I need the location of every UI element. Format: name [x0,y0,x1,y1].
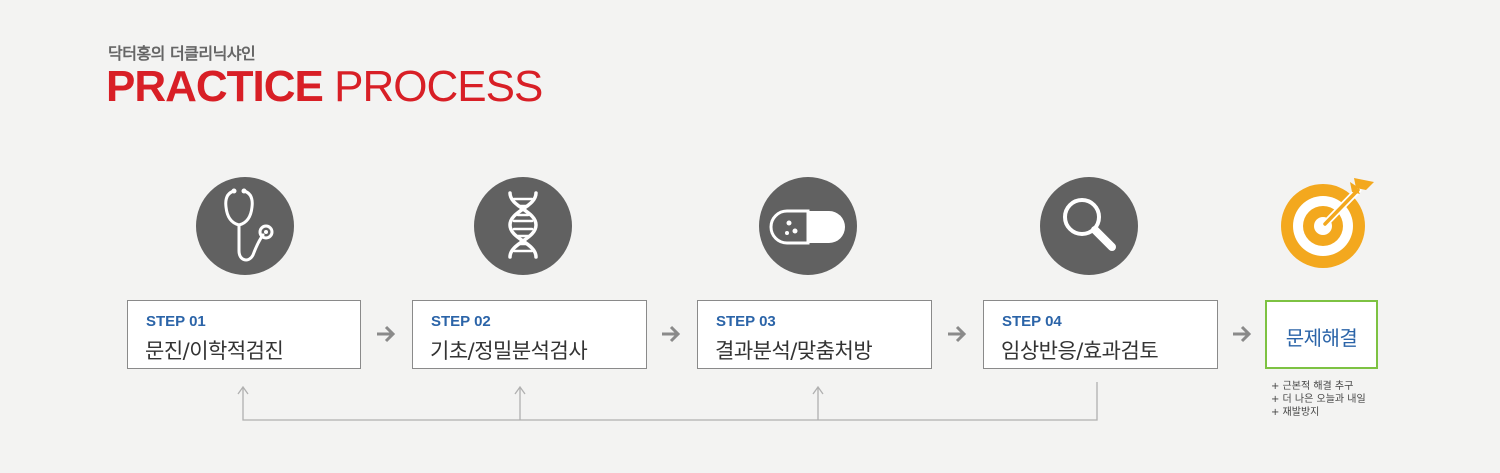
step-01-label: STEP 01 [146,313,206,330]
arrow-right-icon [1233,325,1252,343]
page-title: PRACTICE PROCESS [106,62,543,112]
magnifier-icon [1040,177,1138,275]
target-icon [1270,172,1380,282]
step-03-text: 결과분석/맞춤처방 [715,339,873,363]
dna-icon [474,177,572,275]
step-02-box: STEP 02 기초/정밀분석검사 [412,300,647,369]
step-02-text: 기초/정밀분석검사 [430,339,588,363]
result-note: + 재발방지 [1271,407,1320,418]
arrow-right-icon [948,325,967,343]
step-04-text: 임상반응/효과검토 [1001,339,1159,363]
step-04-box: STEP 04 임상반응/효과검토 [983,300,1218,369]
step-03-label: STEP 03 [716,313,776,330]
stethoscope-icon [196,177,294,275]
pill-icon [759,177,857,275]
title-process: PROCESS [334,62,543,111]
result-note: + 더 나은 오늘과 내일 [1271,394,1366,405]
result-text: 문제해결 [1285,326,1358,350]
step-02-label: STEP 02 [431,313,491,330]
result-note: + 근본적 해결 추구 [1271,381,1354,392]
title-practice: PRACTICE [106,62,324,111]
result-notes: + 근본적 해결 추구 + 더 나은 오늘과 내일 + 재발방지 [1271,380,1366,419]
step-01-box: STEP 01 문진/이학적검진 [127,300,361,369]
result-box: 문제해결 [1265,300,1378,369]
arrow-right-icon [377,325,396,343]
brand-subtitle: 닥터홍의 더클리닉샤인 [108,44,256,63]
arrow-right-icon [662,325,681,343]
step-03-box: STEP 03 결과분석/맞춤처방 [697,300,932,369]
step-04-label: STEP 04 [1002,313,1062,330]
step-01-text: 문진/이학적검진 [145,339,284,363]
